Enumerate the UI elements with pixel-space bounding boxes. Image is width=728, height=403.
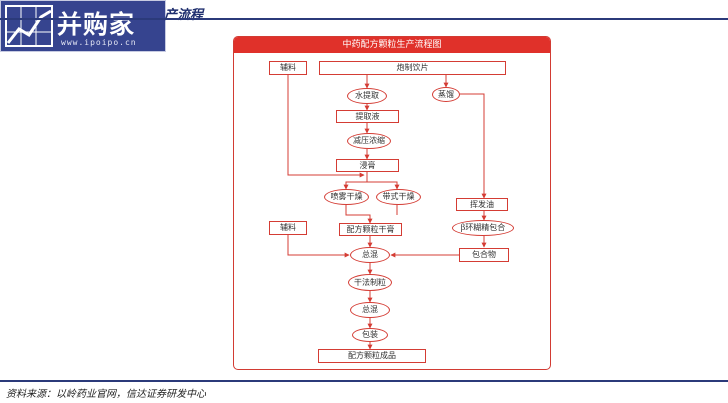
node-zonghun-1: 总混	[350, 247, 390, 263]
logo-url-text: www.ipoipo.cn	[61, 38, 137, 47]
node-jingao: 浸膏	[336, 159, 399, 172]
site-logo: 并购家 www.ipoipo.cn	[0, 0, 166, 52]
node-baozhuang: 包装	[352, 328, 388, 342]
node-peifang-ganggao: 配方颗粒干膏	[339, 223, 402, 236]
edge-fuliao1-jingao	[287, 75, 365, 178]
node-chengpin: 配方颗粒成品	[318, 349, 426, 363]
flowchart-title: 中药配方颗粒生产流程图	[234, 37, 550, 53]
edge-fuliao2-zonghun1	[287, 235, 350, 258]
header-divider	[0, 18, 728, 20]
flowchart-panel: 中药配方颗粒生产流程图	[233, 36, 551, 370]
source-note: 资料来源：以岭药业官网，信达证券研发中心	[6, 389, 206, 400]
page-title: 产流程	[164, 8, 204, 23]
node-baohewu: 包合物	[459, 248, 509, 262]
node-penwu-ganzao: 喷雾干燥	[324, 189, 369, 205]
node-daishi-ganzao: 带式干燥	[376, 189, 421, 205]
node-fuliao-2: 辅料	[269, 221, 307, 235]
node-ganfa-zhili: 干法制粒	[348, 274, 392, 291]
edge-jingao-daishi	[367, 181, 400, 190]
flow-connectors	[287, 75, 487, 350]
node-huifayou: 挥发油	[456, 198, 508, 211]
edge-zhengliu-huifayou	[460, 93, 487, 199]
node-jianya-nongsuo: 减压浓缩	[347, 133, 391, 149]
node-tiquye: 提取液	[336, 110, 399, 123]
chart-logo-icon	[5, 5, 53, 47]
footer-divider	[0, 380, 728, 382]
node-zhengliu: 蒸馏	[432, 87, 460, 102]
edge-penwu-ganggao	[345, 205, 373, 224]
logo-brand-text: 并购家	[57, 10, 136, 39]
node-huanhujing-baohe: β环糊精包合	[452, 220, 514, 236]
node-paozhi-yinpian: 炮制饮片	[319, 61, 506, 75]
edge-jingao-penwu	[343, 172, 368, 190]
node-fuliao-1: 辅料	[269, 61, 307, 75]
node-zonghun-2: 总混	[350, 302, 390, 318]
node-shuitiqu: 水提取	[347, 88, 387, 104]
